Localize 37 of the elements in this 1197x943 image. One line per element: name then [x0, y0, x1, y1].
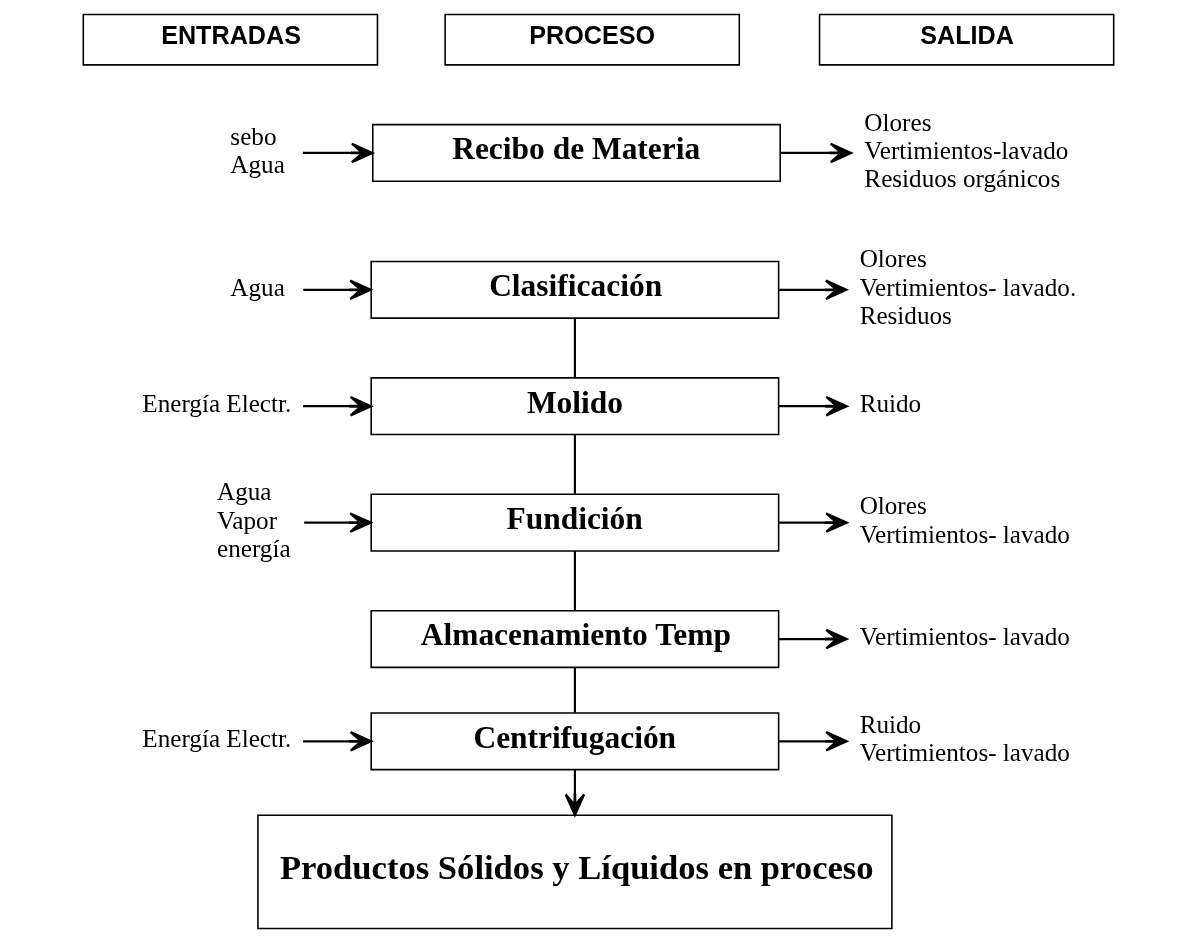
arrow: [779, 731, 848, 752]
node-box: Clasificación: [370, 260, 780, 319]
node-text: Vertimientos- lavado: [859, 623, 1070, 651]
node-box: Almacenamiento Temp: [370, 609, 780, 669]
connector: [573, 551, 576, 611]
node-box: Productos Sólidos y Líquidos en proceso: [257, 814, 893, 930]
node-box: Centrifugación: [370, 712, 780, 771]
node-text: Olores Vertimientos- lavado. Residuos: [859, 245, 1077, 330]
arrow: [303, 731, 373, 752]
arrow: [564, 769, 586, 817]
node-box: PROCESO: [444, 13, 741, 66]
node-text: Agua: [230, 273, 285, 301]
node-text: Energía Electr.: [142, 390, 292, 418]
node-box: SALIDA: [818, 13, 1115, 66]
node-box: Molido: [370, 377, 780, 436]
arrow: [303, 279, 372, 301]
arrow: [780, 142, 853, 164]
node-text: sebo Agua: [230, 122, 285, 179]
arrow: [779, 628, 848, 650]
arrow: [779, 279, 848, 301]
arrow: [302, 142, 374, 164]
node-text: Olores Vertimientos- lavado: [859, 492, 1070, 548]
node-box: ENTRADAS: [82, 13, 379, 66]
node-text: Olores Vertimientos-lavado Residuos orgánicos: [864, 108, 1069, 193]
node-text: Agua Vapor energía: [217, 478, 291, 562]
arrow: [778, 395, 848, 417]
node-text: Energía Electr.: [142, 725, 292, 753]
node-text: Ruido: [859, 390, 922, 418]
arrow: [304, 512, 372, 533]
arrow: [779, 512, 848, 533]
node-box: Fundición: [370, 493, 780, 552]
connector: [573, 667, 576, 713]
node-text: Ruido Vertimientos- lavado: [859, 711, 1070, 767]
connector: [573, 318, 576, 378]
arrow: [303, 395, 373, 417]
node-box: Recibo de Materia: [371, 123, 781, 183]
connector: [573, 434, 576, 494]
